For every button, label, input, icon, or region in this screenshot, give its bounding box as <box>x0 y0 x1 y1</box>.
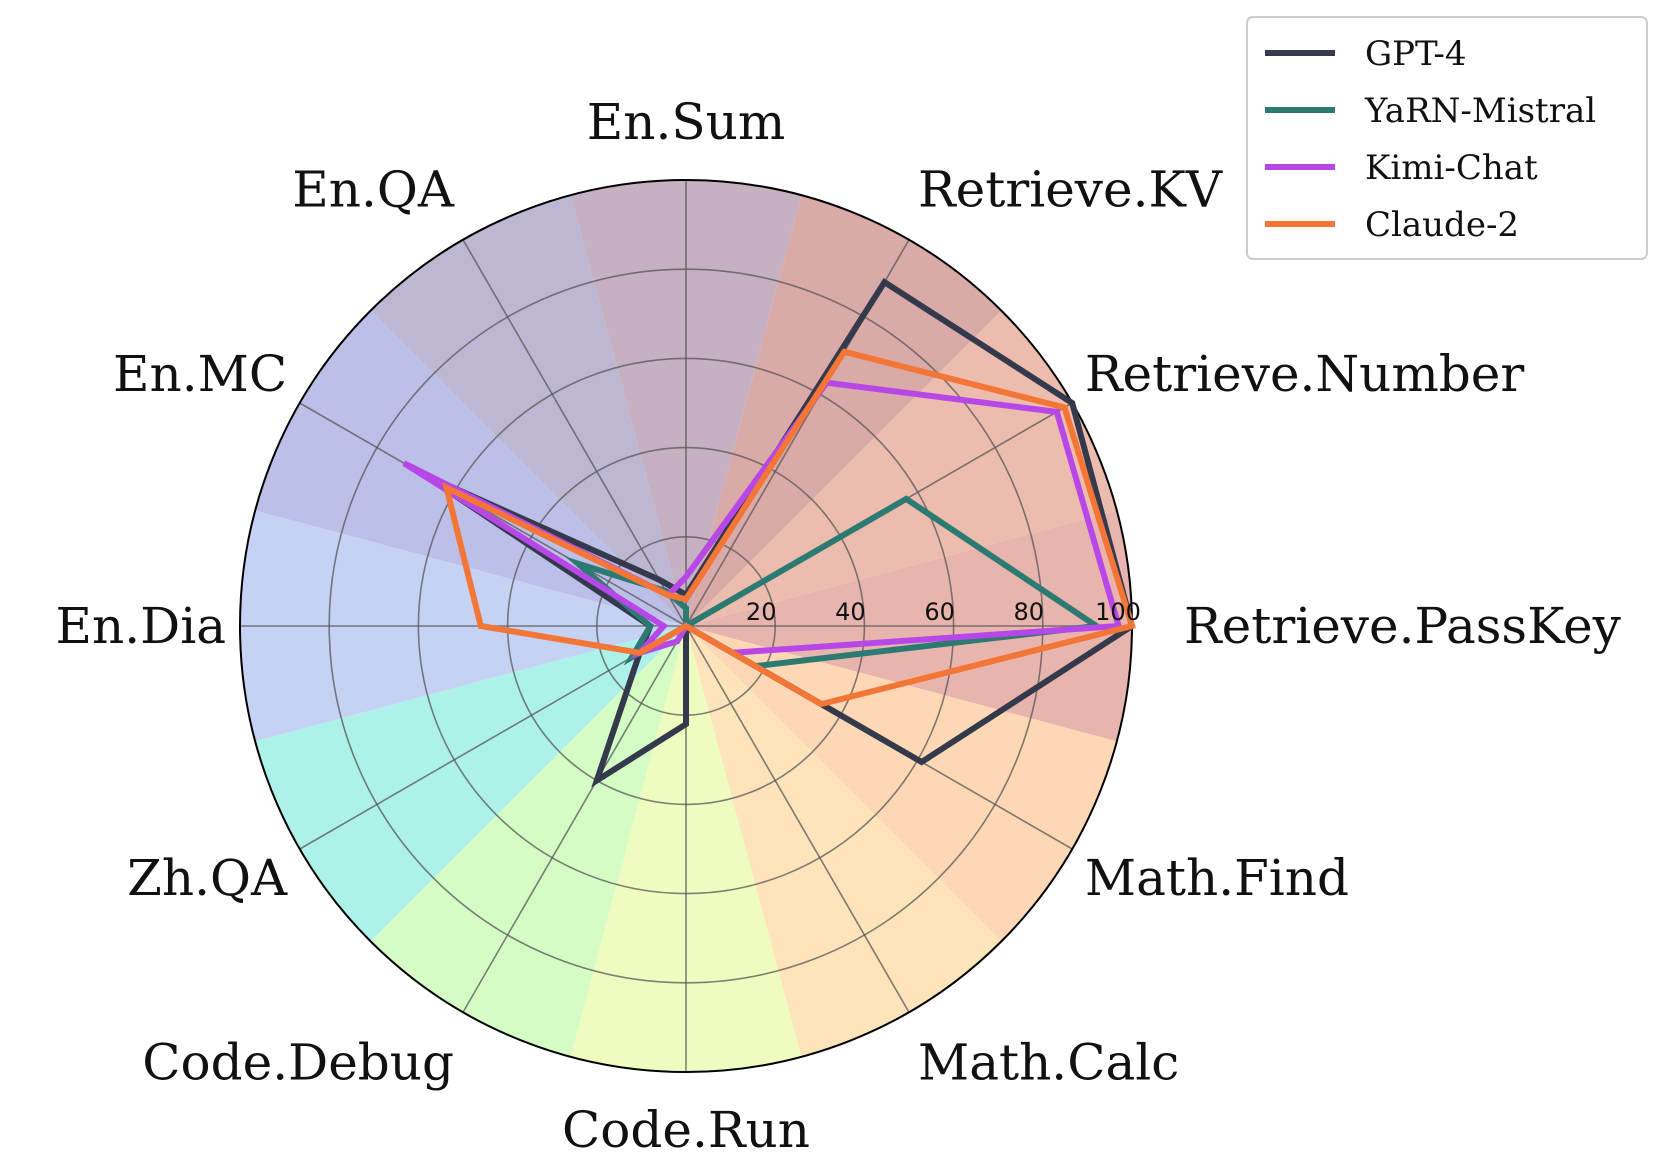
series-claude-2 <box>442 348 1136 708</box>
category-label-retrieve-number: Retrieve.Number <box>1085 345 1525 403</box>
category-label-math-find: Math.Find <box>1085 849 1349 907</box>
category-labels: Retrieve.PassKey Retrieve.Number Retrieve.… <box>56 93 1622 1159</box>
category-label-code-run: Code.Run <box>562 1101 810 1159</box>
tick-label: 40 <box>835 598 866 626</box>
category-label-en-dia: En.Dia <box>56 597 226 655</box>
category-label-en-mc: En.MC <box>113 345 287 403</box>
category-label-en-sum: En.Sum <box>587 93 785 151</box>
category-label-en-qa: En.QA <box>292 161 455 219</box>
radial-tick-labels: 20 40 60 80 100 <box>746 598 1141 626</box>
tick-label: 80 <box>1014 598 1045 626</box>
tick-label: 100 <box>1095 598 1141 626</box>
grid-spoke <box>462 625 687 1013</box>
legend-box <box>1246 16 1648 260</box>
legend-label: GPT-4 <box>1365 34 1466 74</box>
grid-spoke <box>299 402 687 627</box>
category-label-retrieve-kv: Retrieve.KV <box>918 161 1223 219</box>
category-label-retrieve-passkey: Retrieve.PassKey <box>1184 597 1622 655</box>
legend-label: Kimi-Chat <box>1365 148 1538 188</box>
grid-spoke <box>462 239 687 627</box>
series-layer <box>402 278 1136 788</box>
category-label-zh-qa: Zh.QA <box>127 849 288 907</box>
grid-spoke <box>685 625 910 1013</box>
legend-label: Claude-2 <box>1365 205 1519 245</box>
tick-label: 20 <box>746 598 777 626</box>
tick-label: 60 <box>924 598 955 626</box>
grid-spoke <box>299 625 687 850</box>
category-label-math-calc: Math.Calc <box>918 1034 1179 1092</box>
category-label-code-debug: Code.Debug <box>142 1034 454 1092</box>
legend-label: YaRN-Mistral <box>1364 91 1596 131</box>
